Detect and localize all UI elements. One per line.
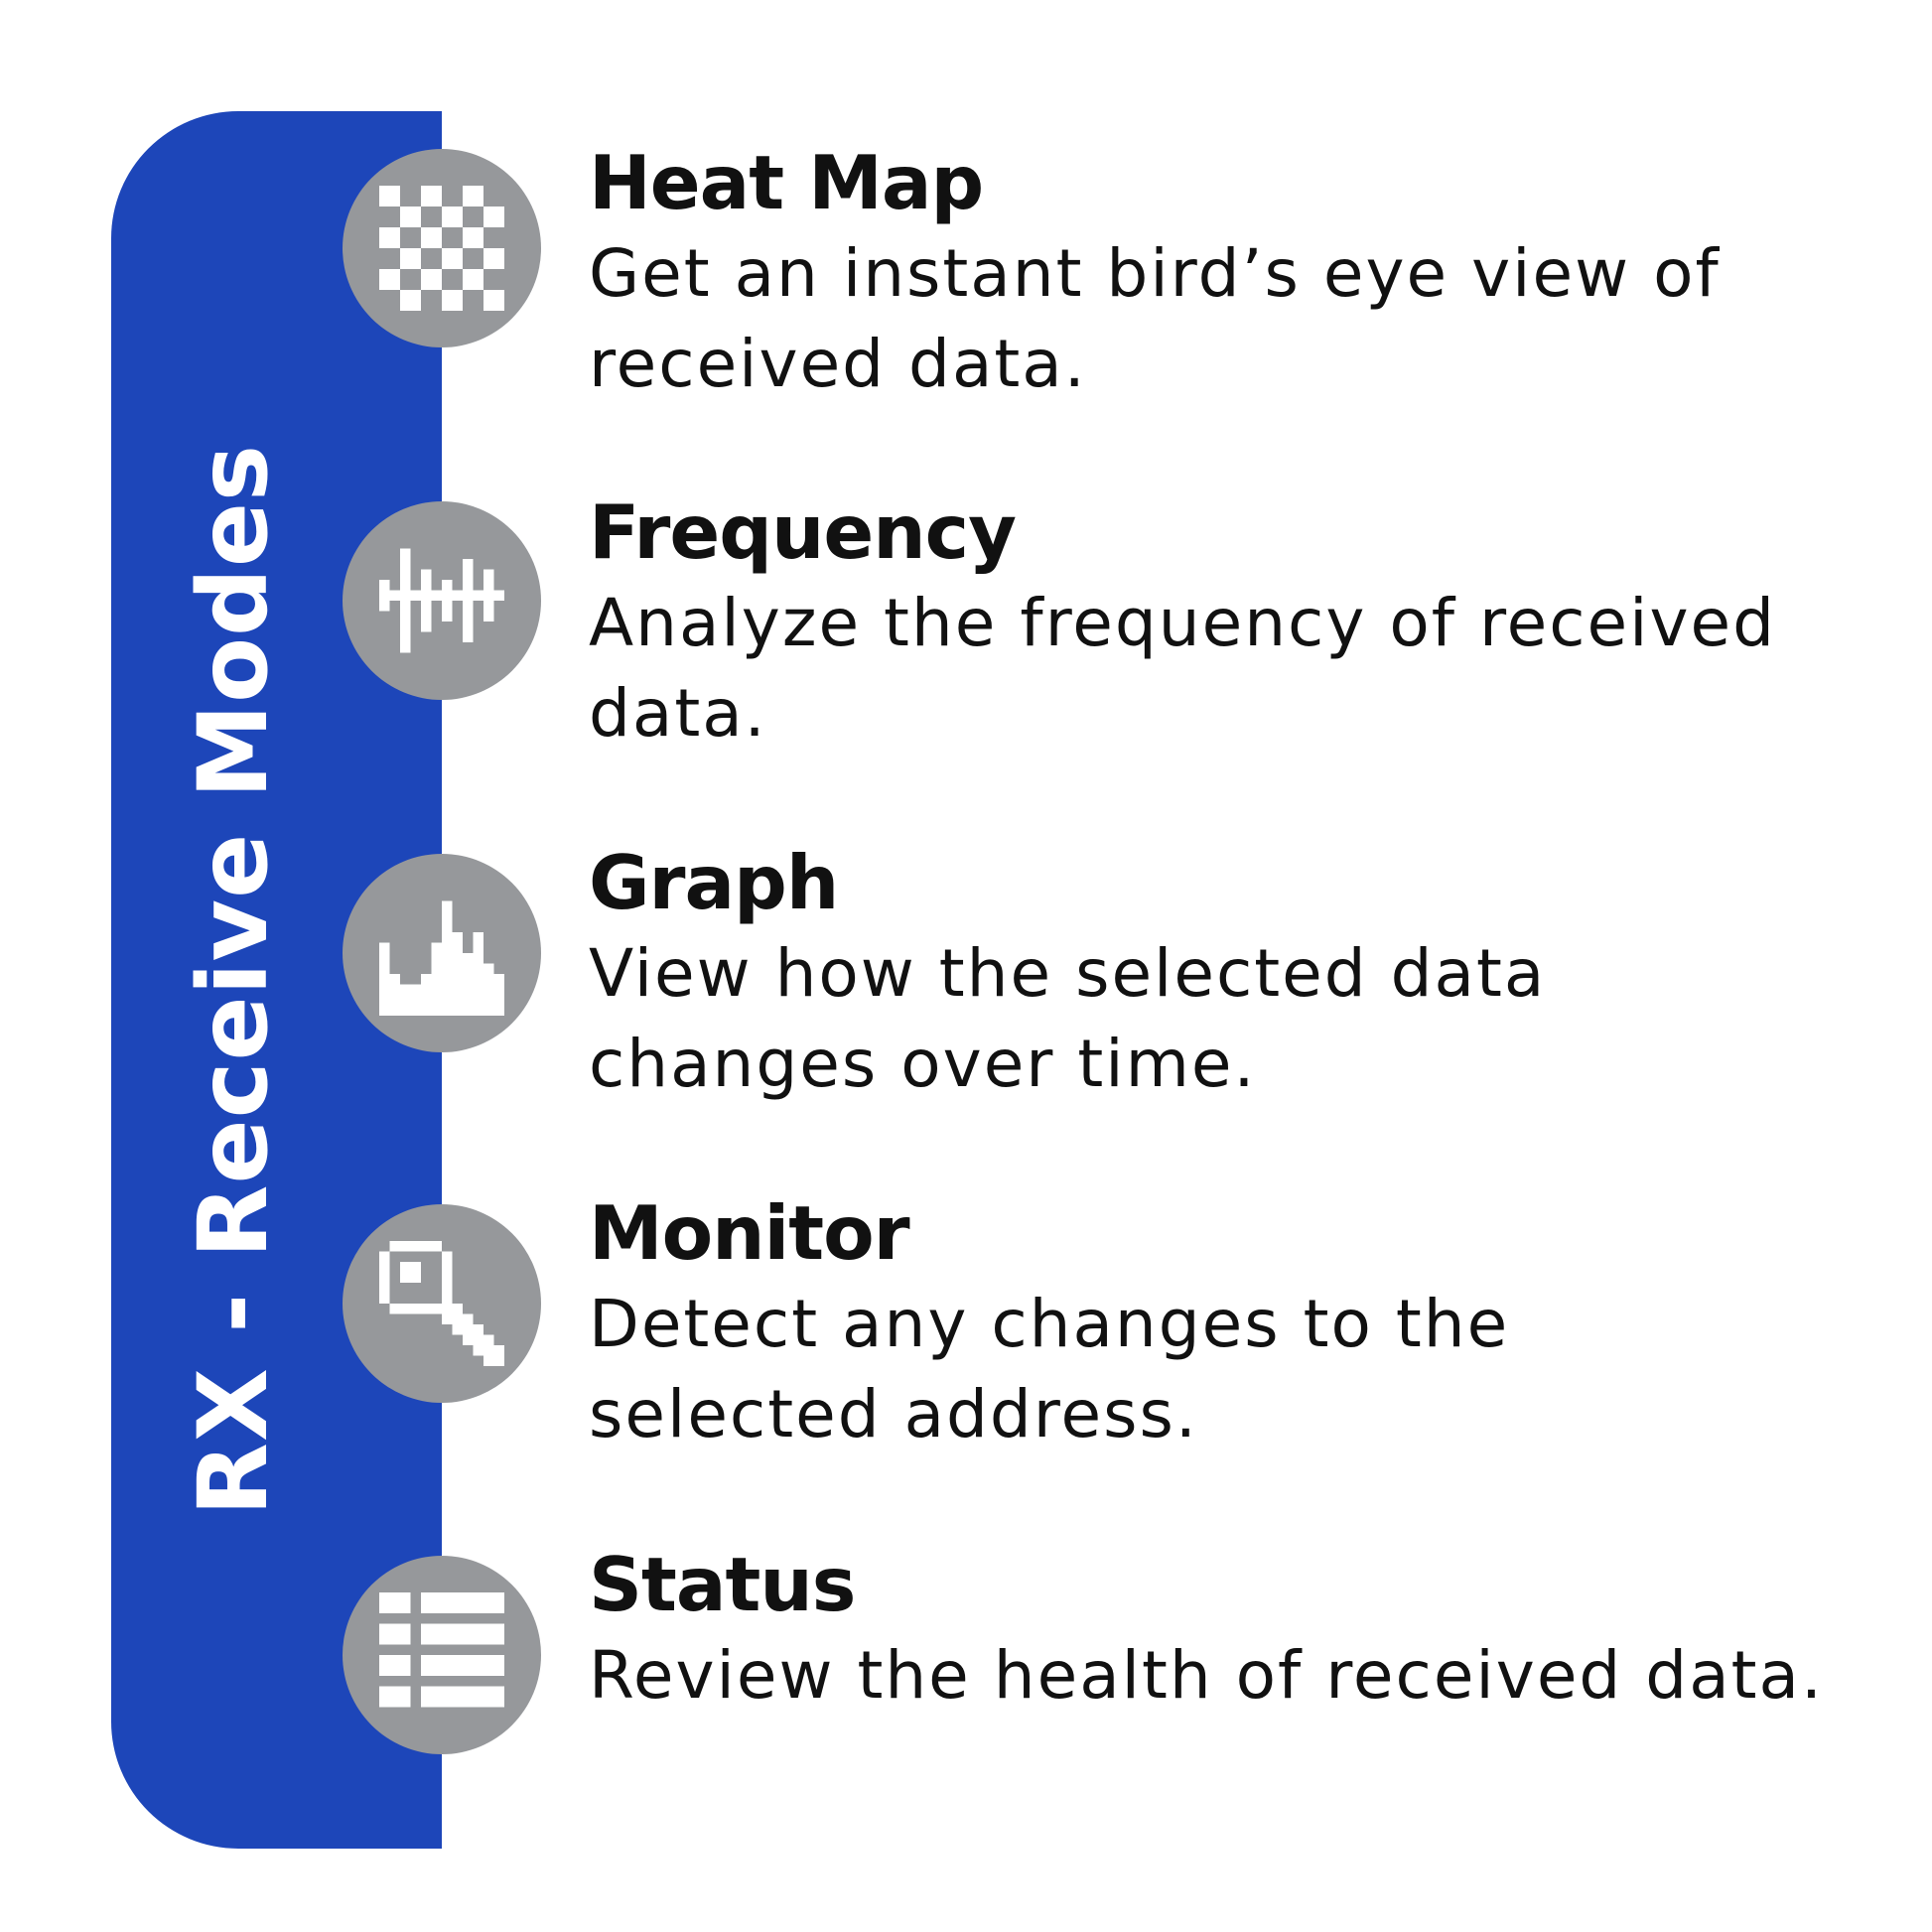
frequency-icon-circle <box>343 501 541 700</box>
mode-monitor: Monitor Detect any changes to the select… <box>589 1187 1899 1459</box>
mode-description: Review the health of received data. <box>589 1637 1824 1714</box>
mode-frequency: Frequency Analyze the frequency of recei… <box>589 486 1899 759</box>
mode-title: Monitor <box>589 1189 910 1277</box>
frequency-icon <box>379 548 504 653</box>
sidebar-title: RX - Receive Modes <box>178 443 289 1517</box>
mode-title: Frequency <box>589 488 1017 576</box>
mode-graph: Graph View how the selected data changes… <box>589 837 1899 1109</box>
status-list-icon <box>379 1592 504 1708</box>
status-icon-circle <box>343 1556 541 1754</box>
monitor-magnifier-icon <box>379 1241 504 1366</box>
heatmap-icon <box>379 186 504 311</box>
heatmap-icon-circle <box>343 149 541 347</box>
mode-heat-map: Heat Map Get an instant bird’s eye view … <box>589 137 1899 409</box>
mode-title: Heat Map <box>589 139 984 226</box>
mode-description: Analyze the frequency of received data. <box>589 585 1777 752</box>
graph-icon-circle <box>343 854 541 1052</box>
graph-icon <box>379 900 504 1016</box>
mode-status: Status Review the health of received dat… <box>589 1539 1899 1721</box>
mode-description: Get an instant bird’s eye view of receiv… <box>589 235 1721 402</box>
mode-description: Detect any changes to the selected addre… <box>589 1286 1510 1452</box>
mode-title: Graph <box>589 839 839 926</box>
mode-description: View how the selected data changes over … <box>589 935 1547 1102</box>
monitor-icon-circle <box>343 1204 541 1403</box>
mode-title: Status <box>589 1541 856 1628</box>
